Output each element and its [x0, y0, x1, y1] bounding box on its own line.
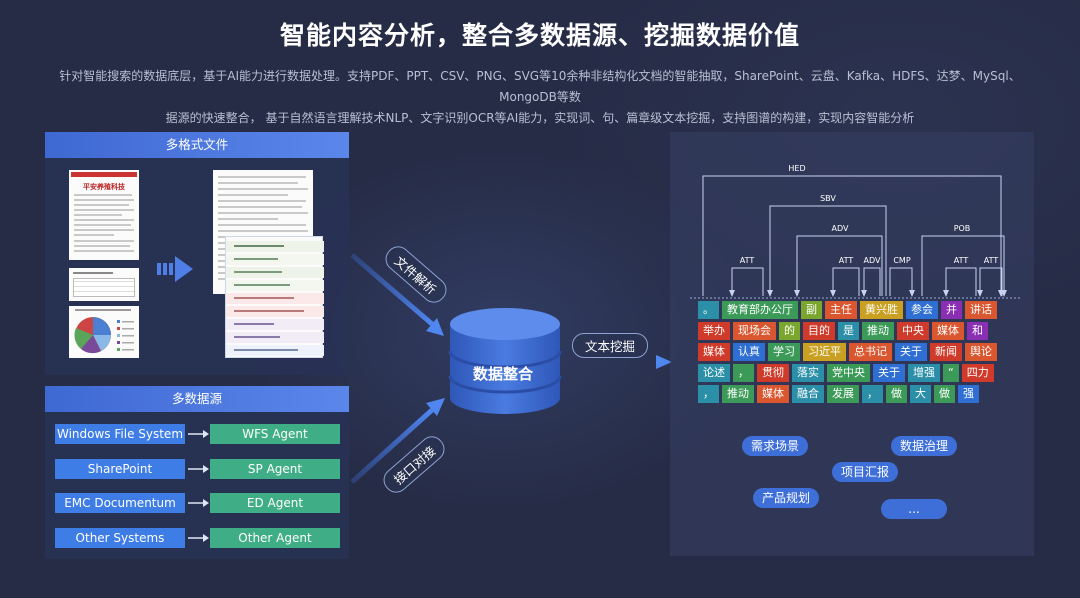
- word-token: 的: [779, 322, 800, 340]
- tag-product-planning: 产品规划: [753, 488, 819, 508]
- word-token: 发展: [827, 385, 859, 403]
- word-token: 学习: [768, 343, 800, 361]
- word-token: 贯彻: [757, 364, 789, 382]
- word-token: 习近平: [803, 343, 846, 361]
- data-integration-label: 数据整合: [472, 365, 533, 383]
- pie-chart-document-thumbnail: [69, 306, 139, 358]
- source-other-systems: Other Systems: [55, 528, 185, 548]
- word-token: 党中央: [827, 364, 870, 382]
- word-token: 关于: [873, 364, 905, 382]
- word-token: 参会: [906, 301, 938, 319]
- word-token: 舆论: [965, 343, 997, 361]
- report-heading: 平安养殖科技: [83, 183, 125, 191]
- source-sharepoint: SharePoint: [55, 459, 185, 479]
- tag-project-report: 项目汇报: [832, 462, 898, 482]
- arrow-right-icon: [188, 465, 209, 473]
- word-token: 媒体: [698, 343, 730, 361]
- word-token: 是: [838, 322, 859, 340]
- word-token: “: [943, 364, 959, 382]
- word-token: 。: [698, 301, 719, 319]
- word-token: 落实: [792, 364, 824, 382]
- word-row: ，推动媒体融合发展，做大做强: [698, 385, 982, 403]
- structured-extraction-card: [225, 236, 324, 358]
- word-token: 四力: [961, 364, 994, 382]
- word-token: 现场会: [733, 322, 776, 340]
- word-token: 关于: [895, 343, 927, 361]
- arrow-right-icon: [188, 534, 209, 542]
- description-line-1: 针对智能搜索的数据底层，基于AI能力进行数据处理。支持PDF、PPT、CSV、P…: [59, 69, 1021, 104]
- arrow-right-icon: [188, 499, 209, 507]
- word-token: 目的: [803, 322, 835, 340]
- word-token: 并: [941, 301, 962, 319]
- pie-chart-icon: [74, 317, 134, 354]
- arrow-right-icon: [188, 430, 209, 438]
- source-windows-file-system: Windows File System: [55, 424, 185, 444]
- word-token: 媒体: [757, 385, 789, 403]
- word-token: 黄兴胜: [860, 301, 903, 319]
- word-token: 大: [910, 385, 931, 403]
- text-mining-label: 文本挖掘: [572, 333, 649, 358]
- word-token: 中央: [897, 322, 929, 340]
- word-token: 新闻: [930, 343, 962, 361]
- word-token: 推动: [862, 322, 894, 340]
- tag-data-governance: 数据治理: [891, 436, 957, 456]
- word-token: ，: [698, 385, 719, 403]
- word-token: ，: [862, 385, 883, 403]
- agent-other: Other Agent: [210, 528, 340, 548]
- sources-panel-title: 多数据源: [45, 386, 349, 412]
- convert-arrow-icon: [157, 256, 193, 282]
- word-row: 。教育部办公厅副主任黄兴胜参会并讲话: [698, 301, 1000, 319]
- report-document-thumbnail: 平安养殖科技: [69, 170, 139, 260]
- word-token: 论述: [698, 364, 730, 382]
- agent-wfs: WFS Agent: [210, 424, 340, 444]
- database-icon: [448, 308, 562, 414]
- tag-more: ...: [881, 499, 947, 519]
- agent-ed: ED Agent: [210, 493, 340, 513]
- word-token: 做: [934, 385, 955, 403]
- word-token: ，: [733, 364, 754, 382]
- page-description: 针对智能搜索的数据底层，基于AI能力进行数据处理。支持PDF、PPT、CSV、P…: [40, 66, 1040, 129]
- word-token: 讲话: [965, 301, 997, 319]
- word-token: 教育部办公厅: [722, 301, 798, 319]
- report-header-bar: [71, 172, 137, 177]
- word-token: 媒体: [932, 322, 964, 340]
- word-token: 做: [886, 385, 907, 403]
- word-token: 主任: [825, 301, 857, 319]
- word-token: 增强: [908, 364, 940, 382]
- word-row: 举办现场会的目的是推动中央媒体和: [698, 322, 991, 340]
- source-emc-documentum: EMC Documentum: [55, 493, 185, 513]
- word-token: 举办: [698, 322, 730, 340]
- multi-format-files-panel: 多格式文件 平安养殖科技: [45, 132, 349, 375]
- multi-data-source-panel: 多数据源 Windows File System WFS Agent Share…: [45, 386, 349, 559]
- word-token: 推动: [722, 385, 754, 403]
- word-token: 和: [967, 322, 988, 340]
- word-token: 认真: [733, 343, 765, 361]
- table-document-thumbnail: [69, 268, 139, 301]
- word-token: 副: [801, 301, 822, 319]
- tag-demand-scenario: 需求场景: [742, 436, 808, 456]
- word-token: 强: [958, 385, 979, 403]
- segmented-word-grid: 。教育部办公厅副主任黄兴胜参会并讲话举办现场会的目的是推动中央媒体和媒体认真学习…: [698, 301, 1008, 405]
- description-line-2: 据源的快速整合， 基于自然语言理解技术NLP、文字识别OCR等AI能力，实现词、…: [165, 111, 915, 125]
- word-row: 媒体认真学习习近平总书记关于新闻舆论: [698, 343, 1000, 361]
- word-row: 论述，贯彻落实党中央关于增强“四力: [698, 364, 997, 382]
- agent-sp: SP Agent: [210, 459, 340, 479]
- word-token: 融合: [792, 385, 824, 403]
- page-title: 智能内容分析，整合多数据源、挖掘数据价值: [279, 21, 800, 50]
- word-token: 总书记: [849, 343, 892, 361]
- files-panel-title: 多格式文件: [45, 132, 349, 158]
